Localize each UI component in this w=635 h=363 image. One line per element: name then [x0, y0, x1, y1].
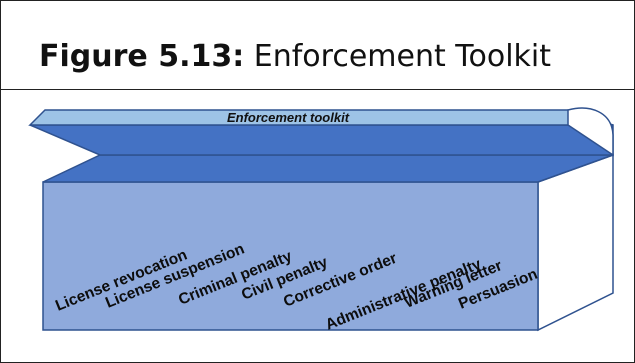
- caption-divider: [1, 89, 634, 90]
- box-right-side: [537, 153, 614, 332]
- figure-label: Figure 5.13:: [39, 39, 245, 74]
- figure-title: Enforcement Toolkit: [253, 39, 552, 74]
- box-top-face: [42, 154, 614, 183]
- toolkit-title: Enforcement toolkit: [227, 110, 350, 125]
- lid-lower-band: [29, 124, 614, 156]
- figure-caption: Figure 5.13: Enforcement Toolkit: [39, 37, 551, 77]
- lid-hinge-curl: [567, 107, 614, 157]
